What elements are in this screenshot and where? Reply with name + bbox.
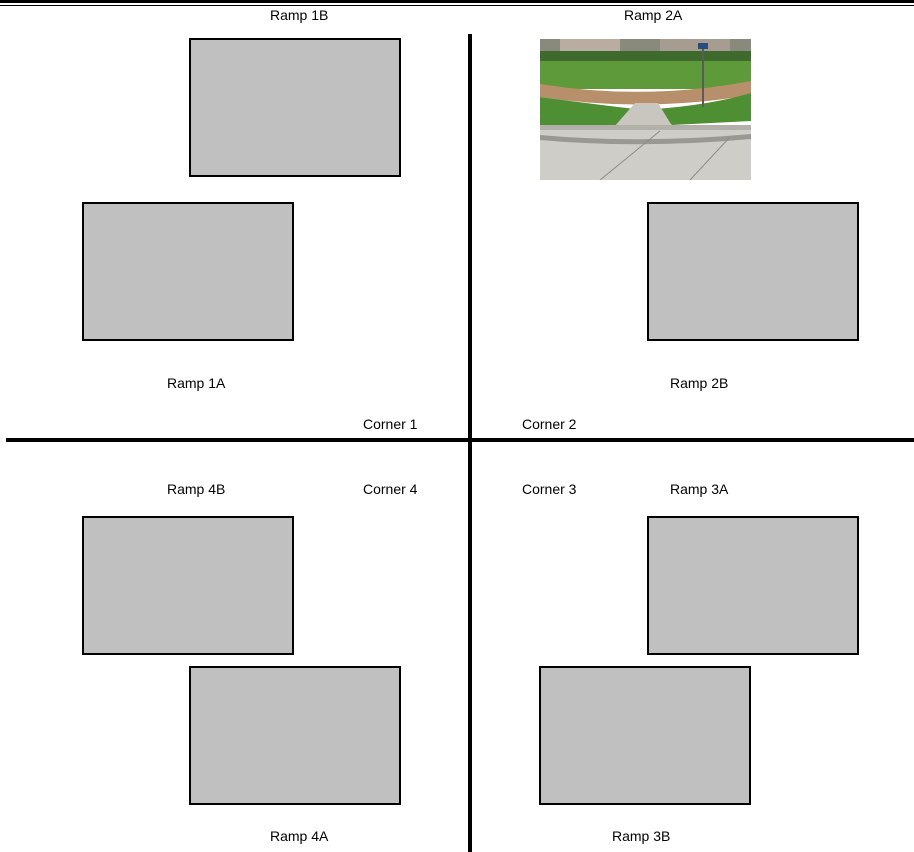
label-corner-1: Corner 1	[363, 416, 417, 432]
top-rule	[0, 0, 914, 3]
vertical-street-line	[468, 34, 472, 852]
photo-ramp-2a	[540, 39, 751, 180]
photo-placeholder-ramp-1b	[189, 38, 401, 177]
label-ramp-1b: Ramp 1B	[270, 7, 328, 23]
photo-placeholder-ramp-3a	[647, 516, 859, 655]
top-rule-secondary	[0, 5, 914, 6]
label-ramp-4b: Ramp 4B	[167, 481, 225, 497]
label-corner-2: Corner 2	[522, 416, 576, 432]
horizontal-street-line	[6, 438, 914, 442]
label-ramp-2b: Ramp 2B	[670, 375, 728, 391]
label-ramp-3a: Ramp 3A	[670, 481, 728, 497]
photo-placeholder-ramp-4a	[189, 666, 401, 805]
label-ramp-4a: Ramp 4A	[270, 828, 328, 844]
label-ramp-2a: Ramp 2A	[624, 7, 682, 23]
label-ramp-1a: Ramp 1A	[167, 375, 225, 391]
label-corner-3: Corner 3	[522, 481, 576, 497]
photo-placeholder-ramp-1a	[82, 202, 294, 341]
label-corner-4: Corner 4	[363, 481, 417, 497]
photo-placeholder-ramp-3b	[539, 666, 751, 805]
photo-placeholder-ramp-2b	[647, 202, 859, 341]
label-ramp-3b: Ramp 3B	[612, 828, 670, 844]
photo-placeholder-ramp-4b	[82, 516, 294, 655]
